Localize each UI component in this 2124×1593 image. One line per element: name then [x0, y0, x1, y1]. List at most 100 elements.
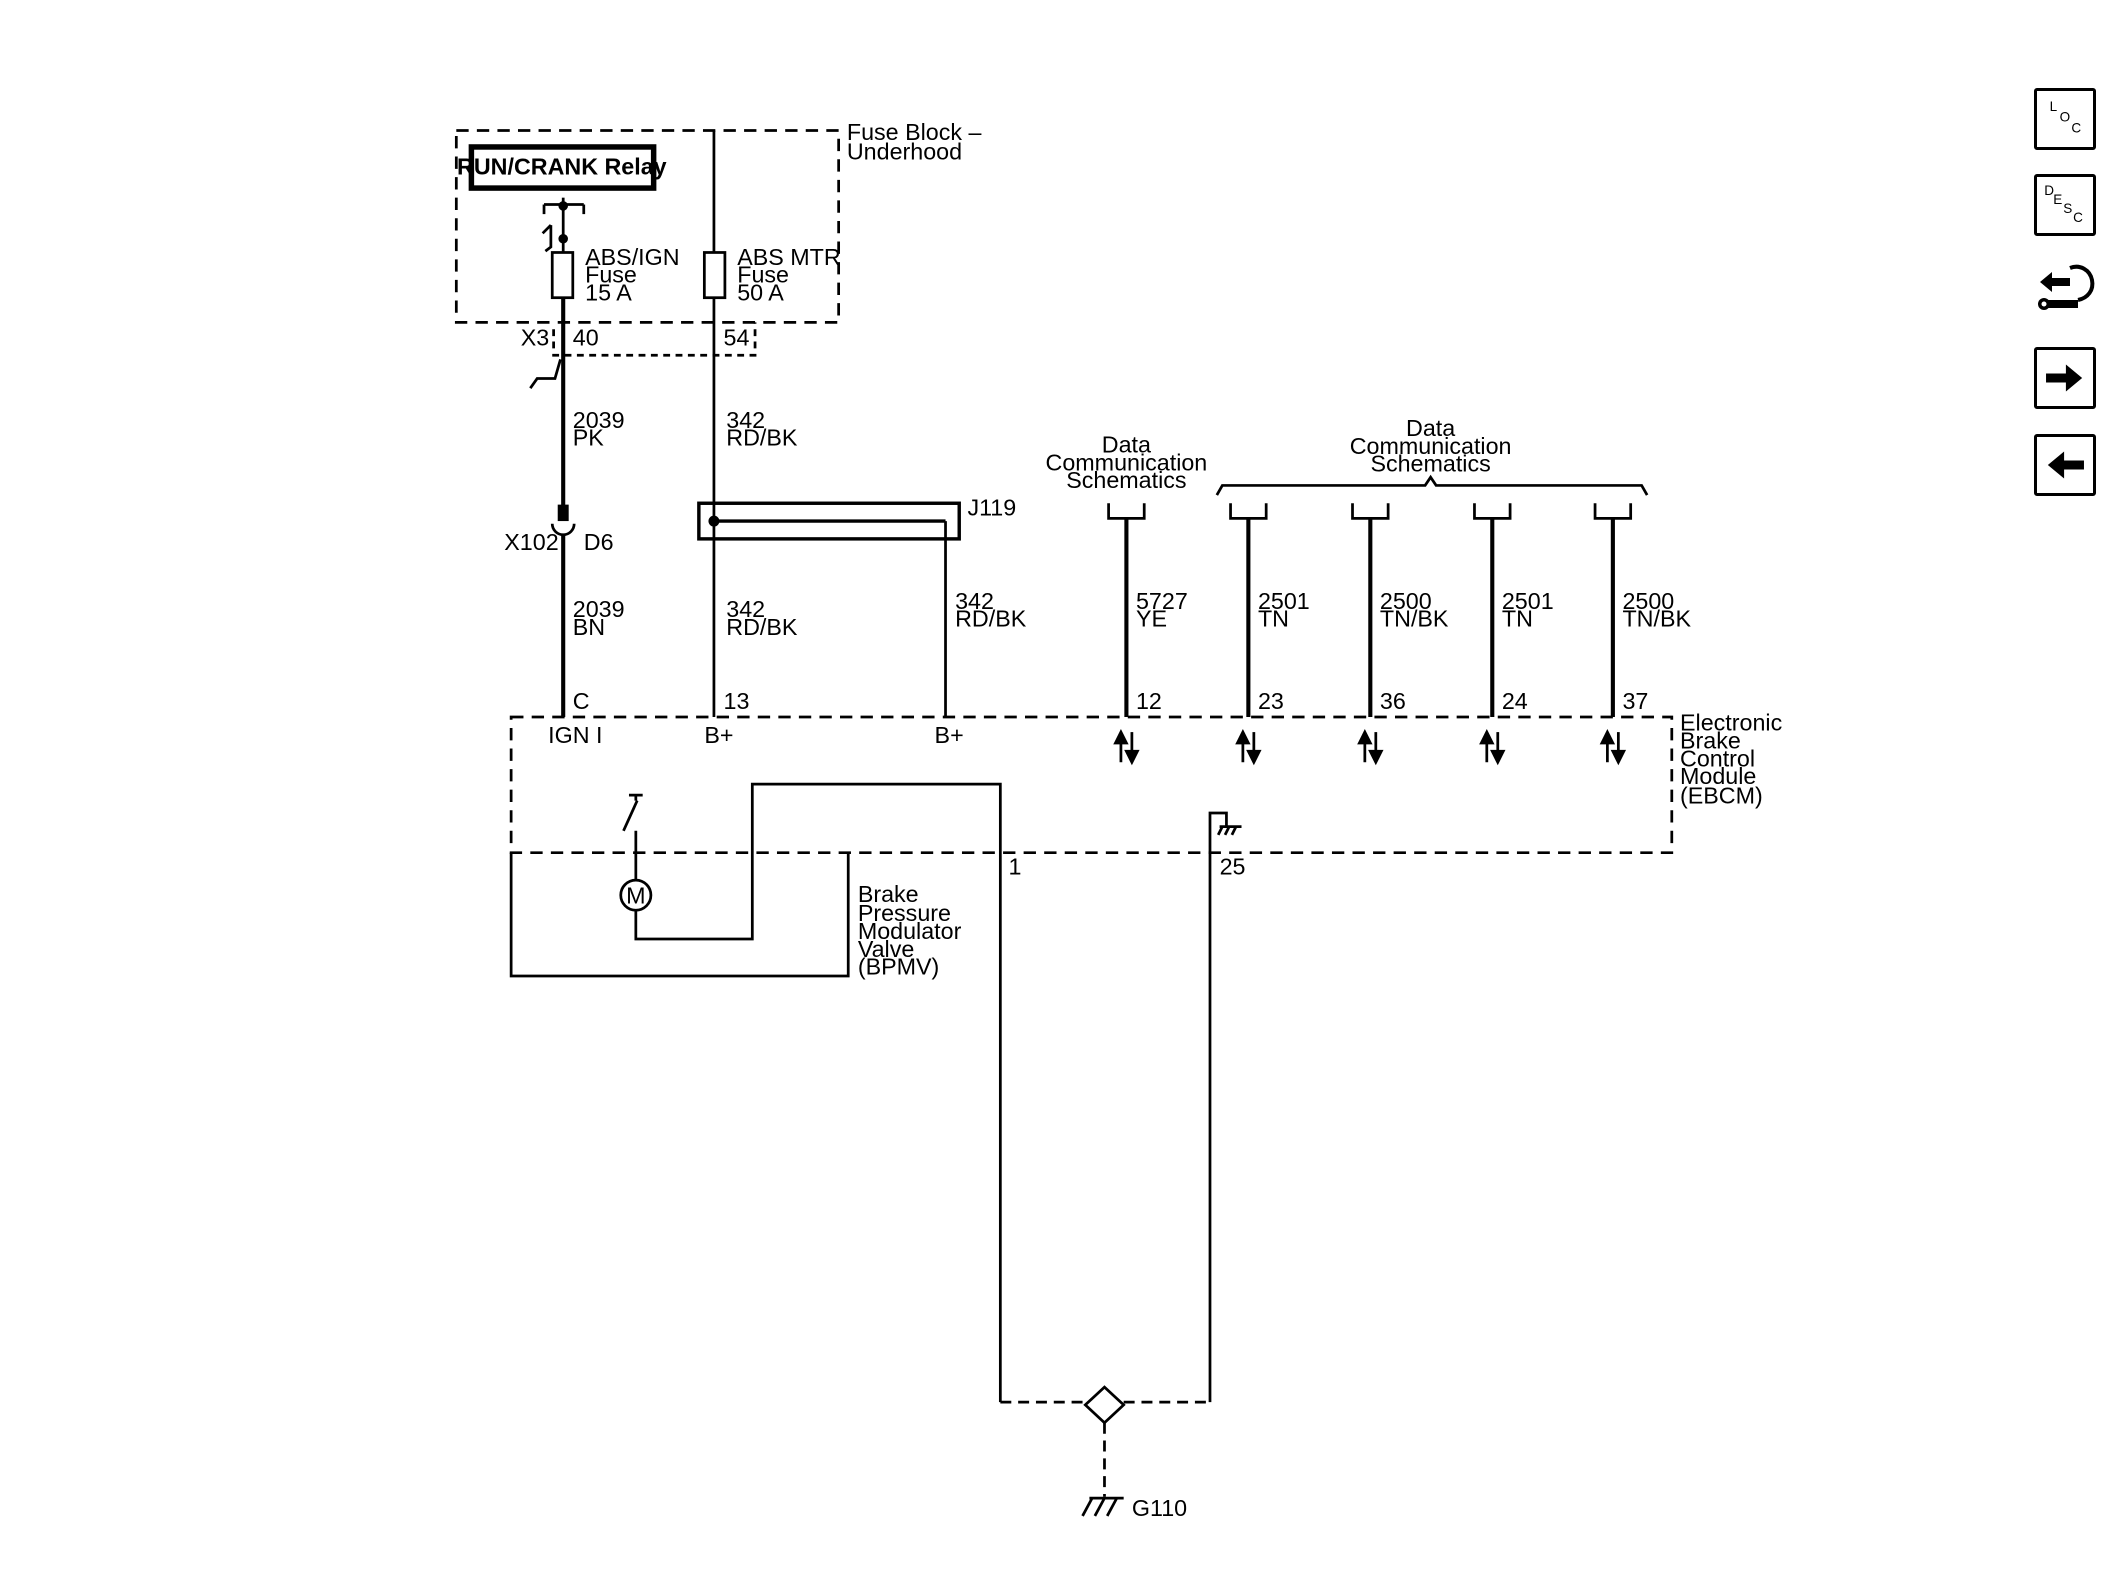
abs-ign-fuse-label-2: Fuse: [585, 262, 637, 288]
ebcm-label-3: Control: [1680, 745, 1755, 771]
wire-342-lower-2-label-1: 342: [955, 588, 994, 614]
fuse-block-label-line2: Underhood: [847, 138, 962, 164]
desc-letter-c: C: [2073, 210, 2083, 225]
data-wire-connector: [1107, 503, 1146, 520]
bidirectional-arrow-icon: [1113, 729, 1140, 766]
data-comm-single-label-2: Communication: [1046, 449, 1208, 475]
loc-letter-c: C: [2071, 121, 2081, 136]
data-wire-circuit-label: 2500: [1622, 588, 1674, 614]
repair-procedures-button[interactable]: [2034, 258, 2096, 320]
data-wire-connector: [1229, 503, 1268, 520]
data-wire-color-label: YE: [1136, 606, 1167, 632]
x3-connector-outline: [552, 322, 757, 357]
data-wire-connector: [1473, 503, 1512, 520]
data-comm-single-label-3: Schematics: [1066, 467, 1186, 493]
loc-button[interactable]: L O C: [2034, 88, 2096, 150]
bpmv-outline: [509, 852, 850, 978]
x102-pin-label: D6: [584, 529, 614, 555]
ebcm-pin-25: 25: [1220, 854, 1246, 880]
data-comm-single-label-1: Data: [1102, 432, 1151, 458]
ebcm-pin-c: C: [573, 688, 590, 714]
data-wire-color-label: TN/BK: [1622, 606, 1691, 632]
bpmv-label-1: Brake: [858, 881, 919, 907]
ebcm-internal-ground: [1208, 811, 1242, 853]
wire-342-lower-1-label-2: RD/BK: [726, 614, 798, 640]
data-wire-circuit-label: 2500: [1380, 588, 1432, 614]
ebcm-pin-1: 1: [1009, 854, 1022, 880]
wire-2039-bn-label-2: BN: [573, 614, 605, 640]
data-comm-group-label-3: Schematics: [1370, 451, 1490, 477]
ebcm-terminal-b2: B+: [935, 722, 964, 748]
g110-label: G110: [1132, 1495, 1187, 1521]
data-comm-group-label-2: Communication: [1350, 433, 1512, 459]
previous-button[interactable]: [2034, 434, 2096, 496]
ebcm-label-5: (EBCM): [1680, 782, 1763, 808]
data-wire-connector: [1593, 503, 1633, 520]
ebcm-label-2: Brake: [1680, 728, 1741, 754]
bidirectional-arrow-icon: [1235, 729, 1262, 766]
wire-342-lower-2-label-2: RD/BK: [955, 606, 1027, 632]
run-crank-relay: RUN/CRANK Relay: [457, 144, 667, 253]
fuse-block-outline: [454, 129, 841, 324]
data-comm-group-brace: [1215, 474, 1649, 496]
wire-342-upper-label-1: 342: [726, 407, 765, 433]
ebcm-internal-switch: [622, 793, 643, 832]
desc-button[interactable]: D E S C: [2034, 174, 2096, 236]
wire-342-upper-label-2: RD/BK: [726, 425, 798, 451]
data-wire-pin-label: 24: [1502, 688, 1528, 714]
data-wire-circuit-label: 2501: [1502, 588, 1554, 614]
ebcm-label-4: Module: [1680, 763, 1756, 789]
data-wire-pin-label: 23: [1258, 688, 1284, 714]
abs-ign-fuse-label-1: ABS/IGN: [585, 244, 679, 270]
wire-2039-pk-label-1: 2039: [573, 407, 625, 433]
x3-pin-54: 54: [724, 325, 750, 351]
bidirectional-arrow-icon: [1599, 729, 1627, 766]
data-comm-group-label-1: Data: [1406, 415, 1455, 441]
ebcm-terminal-ign: IGN I: [548, 722, 602, 748]
loc-letter-o: O: [2060, 110, 2071, 125]
bpmv-label-5: (BPMV): [858, 954, 939, 980]
loc-letter-l: L: [2050, 99, 2058, 114]
data-wire-pin-label: 37: [1622, 688, 1648, 714]
ground-splice-diamond: [1083, 1385, 1126, 1425]
arrow-right-icon: [2046, 364, 2083, 392]
x102-inline-connector: [550, 504, 576, 537]
arrow-left-icon: [2047, 451, 2084, 479]
bpmv-motor-label: M: [626, 882, 645, 908]
abs-ign-fuse: [550, 251, 575, 300]
j119-label: J119: [967, 495, 1016, 521]
desc-letter-d: D: [2044, 183, 2054, 198]
x102-label: X102: [504, 529, 558, 555]
fuse-block-label-line1: Fuse Block –: [847, 119, 982, 145]
data-wire-color-label: TN: [1502, 606, 1533, 632]
abs-mtr-fuse-label-1: ABS MTR: [737, 244, 840, 270]
data-wire-connector: [1351, 503, 1390, 520]
wire-342-lower-1-label-1: 342: [726, 596, 765, 622]
data-wire-color-label: TN: [1258, 606, 1289, 632]
bpmv-motor: M: [619, 782, 1002, 1403]
relay-label: RUN/CRANK Relay: [457, 153, 667, 179]
hand-wrench-icon: [2038, 264, 2095, 310]
desc-letter-s: S: [2063, 201, 2072, 216]
ebcm-terminal-b1: B+: [704, 722, 733, 748]
data-wire-circuit-label: 2501: [1258, 588, 1310, 614]
wire-2039-pk-label-2: PK: [573, 425, 605, 451]
ebcm-outline: [509, 715, 1674, 855]
abs-ign-fuse-label-3: 15 A: [585, 279, 632, 305]
ebcm-label-1: Electronic: [1680, 710, 1783, 736]
bpmv-label-3: Modulator: [858, 918, 962, 944]
x3-connector-label: X3: [521, 325, 549, 351]
g110-ground-symbol: [1081, 1496, 1124, 1517]
bpmv-label-4: Valve: [858, 936, 915, 962]
x3-pin-40: 40: [573, 325, 599, 351]
abs-mtr-fuse-label-2: Fuse: [737, 262, 789, 288]
ebcm-pin-13: 13: [724, 688, 750, 714]
next-button[interactable]: [2034, 347, 2096, 409]
bpmv-label-2: Pressure: [858, 900, 951, 926]
